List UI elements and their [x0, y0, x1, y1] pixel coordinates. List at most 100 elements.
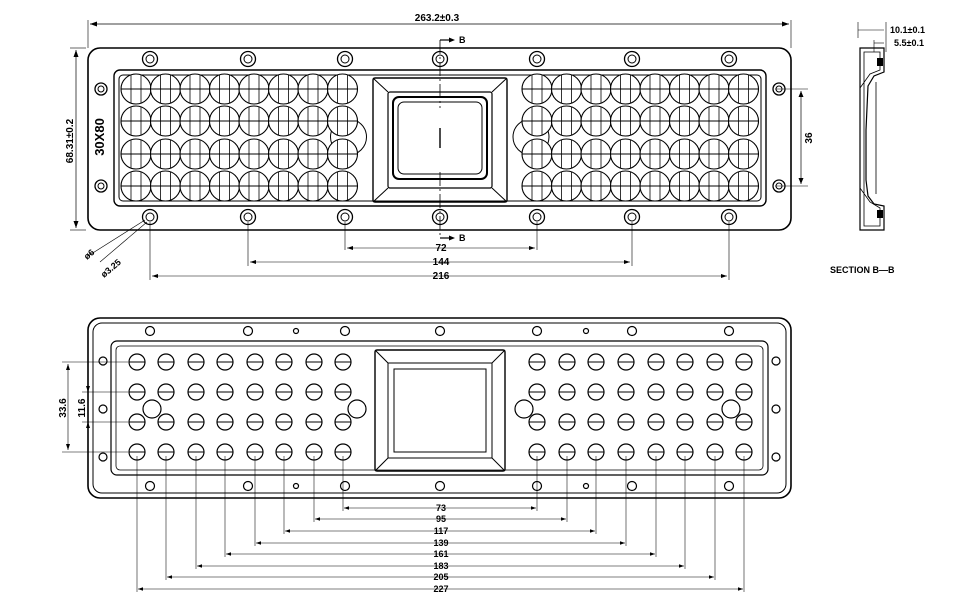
lens-cell	[639, 73, 671, 105]
lens-cell	[120, 138, 152, 170]
lens-cell	[297, 170, 329, 202]
lens-cell	[267, 138, 300, 170]
bottom-mounting-hole	[723, 325, 735, 337]
led-hole	[305, 413, 323, 431]
led-hole	[735, 413, 753, 431]
section-view: 10.1±0.1 5.5±0.1 SECTION B—B	[830, 22, 925, 275]
lens-cell	[120, 105, 152, 137]
col-spacing-95: 95	[436, 514, 446, 524]
lens-cell	[550, 170, 583, 202]
lens-cell	[179, 170, 211, 202]
lens-cell	[668, 170, 701, 202]
bottom-mounting-holes	[98, 325, 781, 492]
hole-spacing-dims: 72 144 216	[149, 222, 730, 282]
bottom-mounting-hole	[242, 325, 254, 337]
mounting-hole	[528, 50, 546, 68]
lens-cell	[297, 73, 329, 105]
led-hole	[735, 383, 753, 401]
lens-cell	[609, 105, 642, 137]
led-hole	[305, 383, 323, 401]
bottom-mounting-hole	[242, 480, 254, 492]
bottom-mounting-hole	[626, 480, 638, 492]
lens-cell	[238, 105, 270, 137]
lens-cell	[609, 73, 642, 105]
lens-cell	[179, 138, 211, 170]
lens-cell	[297, 105, 329, 137]
lens-cell	[326, 105, 359, 137]
locating-hole	[514, 399, 534, 419]
bottom-mounting-hole	[144, 480, 156, 492]
led-hole	[706, 353, 724, 371]
col-spacing-183: 183	[433, 561, 448, 571]
lens-cell	[208, 138, 241, 170]
lens-cell	[639, 170, 671, 202]
rows-span-dimension: 33.6	[58, 398, 69, 418]
led-hole	[587, 413, 605, 431]
bottom-mounting-hole	[144, 325, 156, 337]
hole-spacing-72: 72	[435, 243, 447, 254]
pin-hole	[582, 327, 590, 335]
locating-hole	[142, 399, 162, 419]
section-marker-top: B	[459, 35, 466, 45]
lens-cell	[238, 73, 270, 105]
led-hole	[275, 413, 293, 431]
led-hole	[647, 413, 665, 431]
led-hole	[246, 413, 264, 431]
lens-cell	[521, 73, 553, 105]
led-hole	[246, 353, 264, 371]
section-marker-bottom: B	[459, 233, 466, 243]
lens-cell	[727, 138, 760, 170]
led-holes-grid	[128, 353, 753, 461]
led-hole	[216, 383, 234, 401]
side-hole	[98, 404, 108, 414]
side-hole	[771, 404, 781, 414]
lens-cell	[326, 170, 359, 202]
mounting-hole	[239, 50, 257, 68]
locating-hole	[347, 399, 367, 419]
top-view: 263.2±0.3 68.31±0.2 30X80	[65, 13, 815, 282]
mounting-hole	[720, 50, 738, 68]
lens-cell	[698, 105, 730, 137]
led-hole	[128, 413, 146, 431]
led-hole	[558, 413, 576, 431]
led-hole	[334, 383, 352, 401]
lens-cell	[238, 138, 270, 170]
led-hole	[128, 353, 146, 371]
led-hole	[275, 353, 293, 371]
lens-cell	[208, 73, 241, 105]
lens-cell	[149, 105, 182, 137]
led-hole	[706, 383, 724, 401]
lens-cell	[727, 73, 760, 105]
led-hole	[305, 353, 323, 371]
led-hole	[157, 353, 175, 371]
lens-array-left	[120, 73, 367, 202]
side-hole	[771, 356, 781, 366]
led-hole	[334, 413, 352, 431]
mounting-hole	[141, 50, 159, 68]
side-hole	[94, 82, 108, 96]
lens-cell	[208, 105, 241, 137]
led-hole	[617, 353, 635, 371]
lens-cell	[238, 170, 270, 202]
lens-cell	[580, 138, 612, 170]
lens-cell	[267, 73, 300, 105]
lens-cell	[727, 105, 760, 137]
col-spacing-161: 161	[433, 549, 448, 559]
section-dim-total: 10.1±0.1	[890, 25, 925, 35]
led-hole	[647, 353, 665, 371]
pin-hole	[292, 482, 300, 490]
lens-cell	[297, 138, 329, 170]
section-dim-flange: 5.5±0.1	[894, 38, 924, 48]
overall-height-dimension: 68.31±0.2	[65, 118, 76, 163]
lens-cell	[668, 138, 701, 170]
lens-cell	[580, 105, 612, 137]
led-hole	[647, 383, 665, 401]
lens-array-right	[512, 73, 760, 202]
lens-cell	[668, 105, 701, 137]
col-spacing-205: 205	[433, 572, 448, 582]
col-spacing-73: 73	[436, 503, 446, 513]
bottom-mounting-hole	[434, 480, 446, 492]
col-spacing-139: 139	[433, 538, 448, 548]
led-hole	[216, 353, 234, 371]
